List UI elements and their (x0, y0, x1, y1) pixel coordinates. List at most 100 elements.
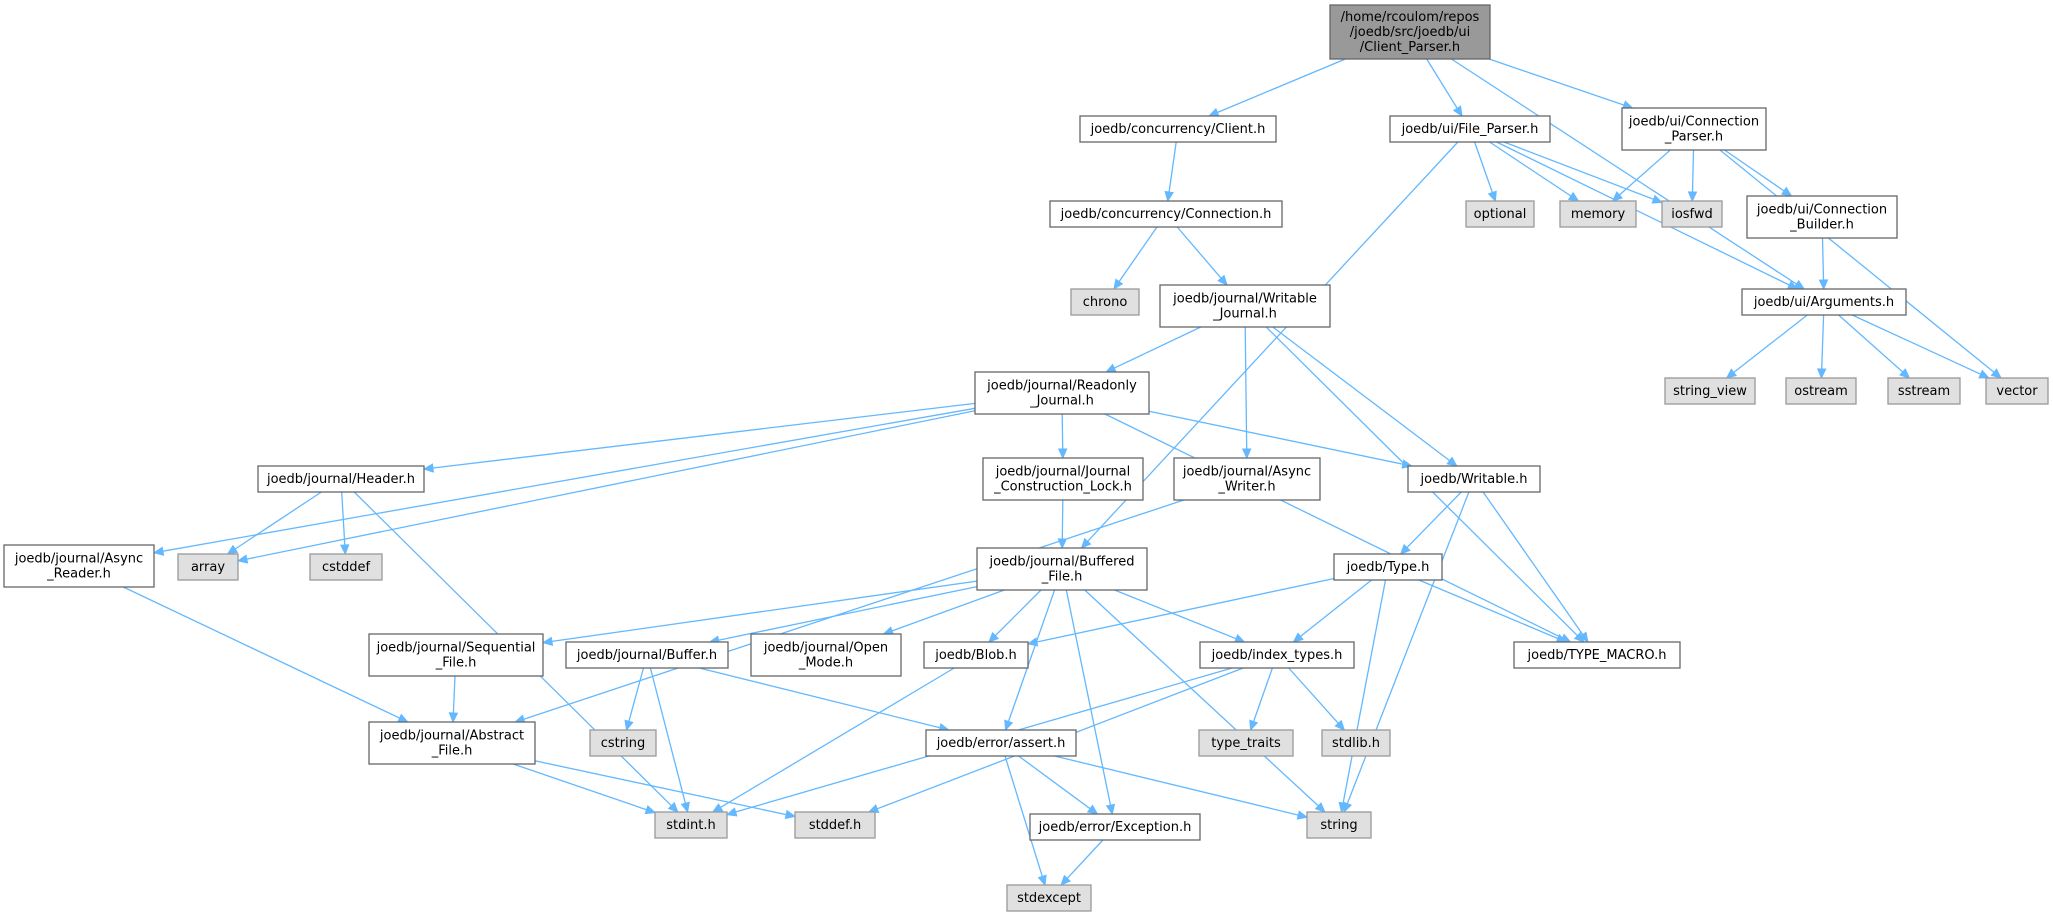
edge-arrowhead (397, 713, 409, 723)
node-concurrency-client[interactable]: joedb/concurrency/Client.h (1079, 115, 1277, 143)
node-stdint: stdint.h (654, 811, 728, 839)
node-label-line: _Mode.h (798, 656, 853, 671)
node-label-line: optional (1474, 207, 1527, 222)
edge-client_parser-to-arguments (1451, 58, 1806, 290)
edge-buffer-to-stdint (649, 667, 690, 814)
node-label-line: _Writer.h (1217, 480, 1275, 495)
node-type-macro[interactable]: joedb/TYPE_MACRO.h (1513, 641, 1681, 669)
node-label-line: stdint.h (666, 818, 715, 833)
edge-file_parser-to-buffered_file (1080, 141, 1459, 549)
node-concurrency-connection[interactable]: joedb/concurrency/Connection.h (1049, 200, 1283, 228)
edge-writable_journal-to-async_writer (1241, 326, 1252, 460)
edge-arrowhead (1818, 279, 1829, 291)
node-writable-journal[interactable]: joedb/journal/Writable_Journal.h (1159, 284, 1331, 328)
node-ostream: ostream (1785, 377, 1857, 405)
node-journal-construction-lock[interactable]: joedb/journal/Journal_Construction_Lock.… (982, 457, 1144, 501)
node-buffer[interactable]: joedb/journal/Buffer.h (565, 641, 729, 669)
edge-arrowhead (152, 546, 165, 556)
edge-line (1821, 237, 1825, 281)
edge-readonly_journal-to-journal_construction_lock (1057, 413, 1068, 460)
edge-line (1473, 141, 1494, 193)
edge-arrowhead (1164, 190, 1174, 203)
edge-line (512, 763, 647, 811)
node-async-writer[interactable]: joedb/journal/Async_Writer.h (1173, 457, 1321, 501)
node-stdlib: stdlib.h (1321, 729, 1391, 757)
edge-arrowhead (1487, 190, 1497, 203)
node-error-exception[interactable]: joedb/error/Exception.h (1029, 813, 1201, 841)
node-box (589, 729, 657, 757)
edge-arrowhead (1105, 803, 1116, 816)
edge-buffered_file-to-string (1084, 589, 1326, 813)
node-error-assert[interactable]: joedb/error/assert.h (925, 729, 1077, 757)
node-connection-parser[interactable]: joedb/ui/Connection_Parser.h (1621, 107, 1767, 151)
edge-arrowhead (711, 803, 724, 813)
edge-writable_journal-to-writable (1272, 326, 1458, 467)
node-optional: optional (1465, 200, 1535, 228)
edge-arrowhead (1037, 874, 1047, 887)
edge-arrowhead (1578, 631, 1589, 644)
node-readonly-journal[interactable]: joedb/journal/Readonly_Journal.h (974, 371, 1150, 415)
edge-line (123, 586, 400, 719)
edge-connection_parser-to-memory (1611, 149, 1671, 202)
edge-line (1821, 314, 1825, 370)
node-iosfwd: iosfwd (1661, 200, 1723, 228)
edge-line (1065, 589, 1112, 806)
node-async-reader[interactable]: joedb/journal/Async_Reader.h (3, 544, 155, 588)
node-label-line: joedb/ui/File_Parser.h (1401, 122, 1539, 137)
node-buffered-file[interactable]: joedb/journal/Buffered_File.h (976, 547, 1148, 591)
edge-arrowhead (1080, 537, 1092, 549)
edge-arguments-to-vector (1851, 314, 1990, 379)
node-type-traits: type_traits (1198, 729, 1294, 757)
edge-line (1244, 326, 1248, 450)
edge-line (1719, 149, 1995, 373)
edge-arrowhead (1651, 194, 1664, 204)
node-string: string (1306, 811, 1372, 839)
edge-arrowhead (1793, 279, 1806, 290)
node-label-line: stdexcept (1017, 891, 1081, 906)
node-index-types[interactable]: joedb/index_types.h (1199, 641, 1355, 669)
node-box (974, 371, 1150, 415)
edge-concurrency_connection-to-writable_journal (1176, 226, 1228, 286)
edge-line (1482, 491, 1584, 635)
node-box (1746, 195, 1898, 239)
node-writable[interactable]: joedb/Writable.h (1407, 465, 1541, 493)
node-type[interactable]: joedb/Type.h (1333, 553, 1443, 581)
edge-arrowhead (422, 463, 434, 473)
edge-arrowhead (1816, 368, 1827, 380)
node-abstract-file[interactable]: joedb/journal/Abstract_File.h (368, 721, 536, 765)
node-box (1621, 107, 1767, 151)
node-file-parser[interactable]: joedb/ui/File_Parser.h (1389, 115, 1551, 143)
node-header[interactable]: joedb/journal/Header.h (257, 465, 425, 493)
edge-readonly_journal-to-array (236, 410, 976, 564)
edge-sequential_file-to-abstract_file (448, 675, 459, 724)
edge-index_types-to-type_traits (1249, 667, 1274, 732)
node-arguments[interactable]: joedb/ui/Arguments.h (1741, 288, 1907, 316)
node-label-line: _Reader.h (46, 567, 111, 582)
edge-arrowhead (1990, 368, 2002, 379)
edge-line (1618, 149, 1671, 196)
node-label-line: _Construction_Lock.h (993, 480, 1132, 495)
edge-writable-to-type_macro (1482, 491, 1589, 644)
node-sequential-file[interactable]: joedb/journal/Sequential_File.h (368, 633, 544, 677)
node-label-line: joedb/journal/Buffered (989, 555, 1135, 570)
edge-header-to-array (226, 491, 322, 555)
node-label-line: joedb/ui/Arguments.h (1753, 295, 1894, 310)
node-box (1198, 729, 1294, 757)
edge-error_assert-to-stdexcept (1004, 755, 1047, 887)
node-box (309, 553, 383, 581)
node-box (1049, 200, 1283, 228)
node-connection-builder[interactable]: joedb/ui/Connection_Builder.h (1746, 195, 1898, 239)
node-open-mode[interactable]: joedb/journal/Open_Mode.h (750, 633, 902, 677)
edge-arrowhead (448, 712, 459, 724)
edge-arrowhead (226, 544, 239, 555)
edge-line (1148, 410, 1404, 465)
edge-line (1087, 141, 1459, 542)
edge-buffered_file-to-index_types (1114, 589, 1246, 643)
edge-line (1496, 141, 1790, 286)
edge-arguments-to-sstream (1838, 314, 1911, 379)
edge-arrowhead (1296, 810, 1309, 820)
edge-arrowhead (1105, 363, 1117, 373)
node-blob[interactable]: joedb/Blob.h (923, 641, 1029, 669)
edge-arrowhead (1899, 368, 1911, 379)
edge-header-to-cstddef (340, 491, 350, 556)
